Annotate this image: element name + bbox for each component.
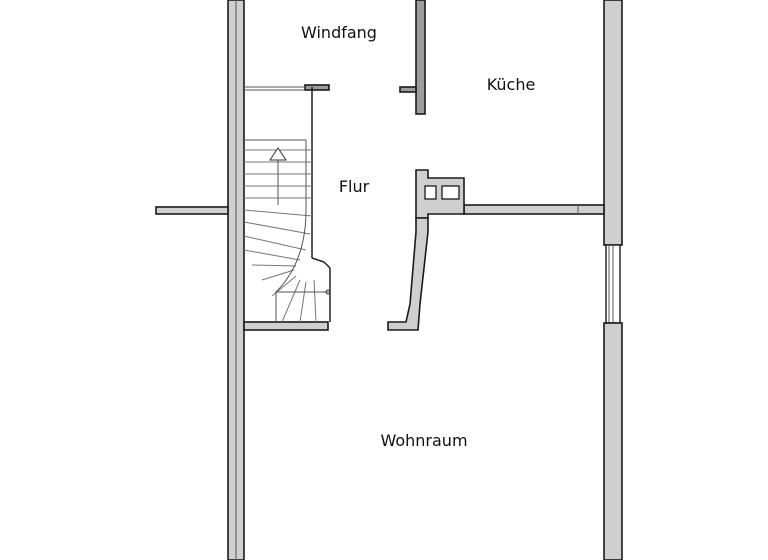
door-jamb-left xyxy=(304,84,330,91)
door-jamb-right xyxy=(399,86,417,93)
right-exterior-wall-lower xyxy=(603,322,623,560)
right-window xyxy=(605,244,621,324)
room-label-wohnraum: Wohnraum xyxy=(380,431,467,450)
stair-bottom-wall xyxy=(243,321,329,331)
room-label-windfang: Windfang xyxy=(301,23,377,42)
stair-direction-arrow-icon xyxy=(269,147,287,161)
kitchen-lower-wall xyxy=(463,204,605,215)
windfang-kitchen-wall xyxy=(415,0,426,115)
staircase xyxy=(243,87,331,331)
right-exterior-wall-upper xyxy=(603,0,623,246)
room-label-flur: Flur xyxy=(339,177,370,196)
room-label-kueche: Küche xyxy=(487,75,536,94)
outside-stub-wall xyxy=(155,206,229,215)
flur-wohnraum-wall xyxy=(387,217,429,331)
chimney-block xyxy=(415,169,465,219)
